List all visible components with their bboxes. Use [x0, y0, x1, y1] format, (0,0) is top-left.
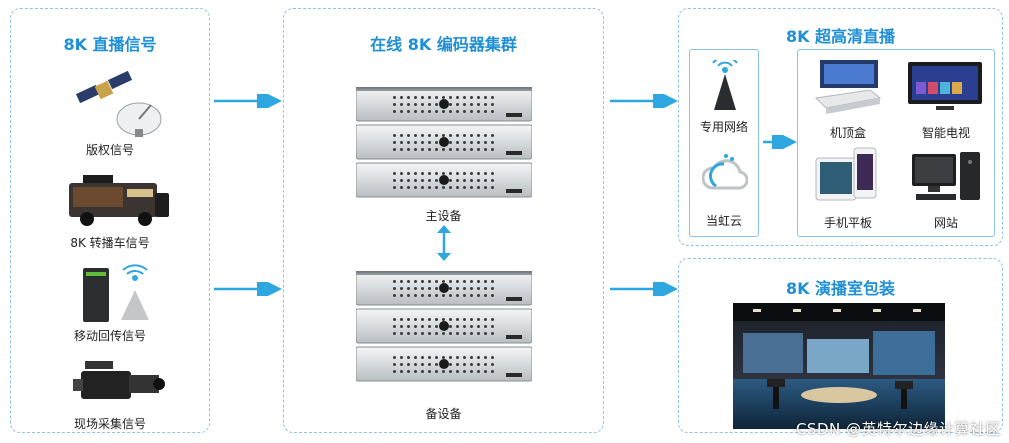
phone-tablet-icon: [815, 147, 877, 201]
encoder-cluster-panel: 在线 8K 编码器集群 主设备: [283, 8, 604, 433]
set-top-box-icon: [814, 60, 882, 114]
studio-photo: [733, 303, 945, 429]
failover-arrow-icon: [437, 225, 451, 261]
primary-device-label: 主设备: [425, 209, 462, 223]
network-tower-icon: [712, 60, 738, 110]
arrow-signal-to-encoder-bottom: [214, 282, 282, 296]
item-label-copyright: 版权信号: [85, 143, 134, 157]
ob-van-icon: [69, 175, 169, 226]
uhd-live-title: 8K 超高清直播: [785, 27, 896, 46]
arrow-encoder-to-studio: [610, 282, 678, 296]
live-signal-title: 8K 直播信号: [63, 35, 157, 54]
cloud-label: 当虹云: [705, 214, 742, 228]
studio-packaging-panel: 8K 演播室包装: [678, 258, 1003, 433]
item-label-ob-van: 8K 转播车信号: [70, 236, 150, 250]
mobile-backpack-icon: [83, 264, 149, 322]
encoder-cluster-title: 在线 8K 编码器集群: [370, 35, 517, 54]
arrow-encoder-to-live: [610, 94, 678, 108]
arrow-signal-to-encoder-top: [214, 94, 282, 108]
studio-packaging-title: 8K 演播室包装: [785, 279, 896, 298]
device-label-set-top-box: 机顶盒: [829, 126, 866, 140]
device-label-smart-tv: 智能电视: [921, 126, 970, 140]
arrow-network-to-devices: [763, 135, 797, 149]
backup-server-stack-icon: [356, 271, 532, 382]
device-label-phone-tablet: 手机平板: [823, 216, 872, 230]
network-label: 专用网络: [699, 120, 748, 134]
watermark: CSDN @英特尔边缘计算社区: [795, 420, 1001, 438]
smart-tv-icon: [908, 62, 982, 110]
uhd-live-panel: 8K 超高清直播 专用网络 当虹云 机顶盒: [678, 8, 1003, 246]
item-label-mobile: 移动回传信号: [73, 329, 146, 343]
desktop-pc-icon: [912, 152, 980, 200]
delivery-network-box: 专用网络 当虹云: [689, 49, 759, 237]
devices-box: 机顶盒 智能电视 手机平板 网站: [797, 49, 995, 237]
satellite-icon: [75, 71, 162, 137]
primary-server-stack-icon: [356, 87, 532, 198]
cloud-icon: [702, 154, 748, 190]
live-signal-panel: 8K 直播信号 版权信号 8K 转播车信号 移动回传信号 现场采: [10, 8, 210, 433]
item-label-camera: 现场采集信号: [73, 417, 146, 431]
backup-device-label: 备设备: [425, 407, 462, 421]
camera-icon: [73, 361, 165, 399]
device-label-website: 网站: [933, 216, 958, 230]
